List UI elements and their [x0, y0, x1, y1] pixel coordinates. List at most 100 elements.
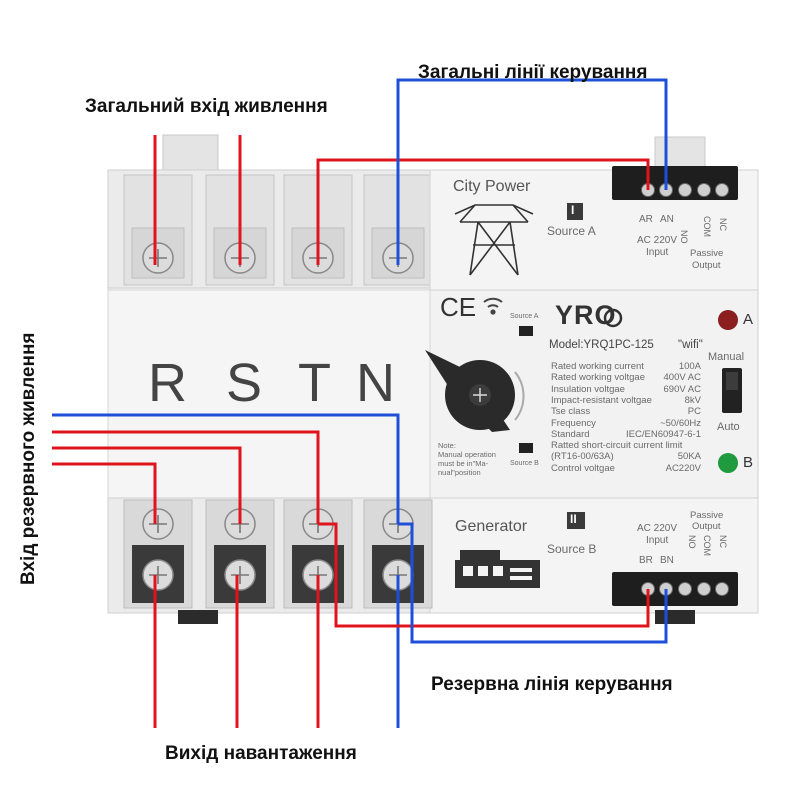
- source-b-control-block: [612, 572, 738, 606]
- spec-value: 690V AC: [663, 383, 702, 395]
- top-terminal-towers: [123, 174, 433, 286]
- source-a-input-voltage: AC 220V: [637, 235, 678, 246]
- model-number: Model:YRQ1PC-125: [549, 339, 654, 351]
- bottom-terminal-towers: [123, 499, 433, 609]
- spec-value: PC: [687, 406, 701, 418]
- spec-key: Standard: [551, 428, 590, 440]
- backup-input-callout: Вхід резервного живлення: [18, 332, 39, 585]
- indicator-b-lamp: [718, 453, 738, 473]
- phase-label-panel: [107, 289, 431, 499]
- wifi-tag: "wifi": [678, 339, 703, 351]
- spec-key: Frequency: [551, 417, 596, 429]
- indicator-b-label: B: [743, 454, 754, 471]
- din-clip: [655, 610, 695, 624]
- control-terminal-screw: [715, 183, 729, 197]
- spec-key: Rated working current: [551, 361, 644, 372]
- spec-row: Rated working current 100A: [551, 361, 701, 372]
- spec-value: IEC/EN60947-6-1: [626, 428, 701, 440]
- source-a-term-an: AN: [660, 214, 674, 225]
- source-b-com: COM: [702, 535, 712, 556]
- mount-tab: [162, 134, 219, 176]
- auto-label: Auto: [717, 421, 740, 433]
- top-terminal-screw-slot: [149, 249, 167, 267]
- generator-icon: [455, 550, 540, 588]
- spec-key: Control voltgae: [551, 462, 615, 474]
- backup-control-wire-br: [318, 522, 650, 628]
- spec-row: Control voltgae AC220V: [551, 463, 701, 474]
- backup-wire-s: [52, 446, 242, 524]
- source-a-name: City Power: [453, 178, 531, 195]
- din-clip: [178, 610, 218, 624]
- control-terminal-screw: [697, 183, 711, 197]
- source-a-nc: NC: [718, 218, 728, 231]
- spec-key: Ratted short-circuit current limit: [551, 440, 683, 452]
- manual-auto-switch-handle[interactable]: [726, 372, 738, 390]
- bottom-terminal-screw-lower-slot: [231, 566, 249, 584]
- source-b-window: [519, 443, 533, 453]
- spec-key: (RT16-00/63A): [551, 451, 614, 463]
- source-a-numeral-box: [567, 203, 583, 220]
- note-line: must be in"Ma-: [438, 459, 489, 468]
- backup-wire-t: [52, 430, 320, 524]
- spec-key: Tse class: [551, 406, 591, 418]
- source-a-no: NO: [679, 230, 689, 244]
- source-b-term-bn: BN: [660, 555, 674, 566]
- source-b-control-screws: [641, 582, 729, 596]
- input-wire-n: [396, 78, 668, 265]
- spec-value: ~50/60Hz: [660, 417, 701, 429]
- control-terminal-screw: [678, 183, 692, 197]
- spec-key: Impact-resistant voltgae: [551, 394, 652, 406]
- power-tower-icon: [454, 204, 534, 276]
- source-a-window: [519, 326, 533, 336]
- source-a-label: Source A: [547, 224, 596, 238]
- spec-row: Impact-resistant voltgae 8kV: [551, 395, 701, 406]
- backup-wire-r: [52, 462, 157, 524]
- source-a-term-ar: AR: [639, 214, 653, 225]
- source-a-output: Output: [692, 260, 721, 271]
- source-b-input-voltage: AC 220V: [637, 523, 678, 534]
- spec-value: AC220V: [665, 462, 701, 474]
- source-b-numeral-box: [567, 512, 585, 529]
- source-b-name: Generator: [455, 518, 528, 535]
- rotation-arrow-icon: [514, 371, 525, 421]
- source-b-term-br: BR: [639, 555, 653, 566]
- spec-row: Tse class PC: [551, 406, 701, 417]
- spec-row: Standard IEC/EN60947-6-1: [551, 429, 701, 440]
- source-b-small-label: Source B: [510, 460, 539, 467]
- rotary-switch-knob[interactable]: [425, 350, 515, 432]
- note-line: Manual operation: [438, 450, 496, 459]
- bottom-terminal-screw-upper-slot: [149, 515, 167, 533]
- source-a-com: COM: [702, 216, 712, 237]
- spec-value: 8kV: [684, 394, 701, 406]
- source-a-passive: Passive: [690, 248, 724, 259]
- phase-letter-s: S: [226, 353, 263, 413]
- wifi-icon: [483, 297, 503, 315]
- spec-row: Ratted short-circuit current limit: [551, 440, 701, 451]
- brand-name: YRO: [555, 300, 617, 330]
- control-terminal-screw: [678, 582, 692, 596]
- source-a-numeral: I: [571, 203, 575, 217]
- ce-mark: CE: [440, 292, 477, 322]
- spec-row: (RT16-00/63A) 50KA: [551, 451, 701, 462]
- spec-value: 100A: [678, 361, 701, 372]
- note-line: Note:: [438, 441, 456, 450]
- indicator-a-label: A: [743, 311, 754, 328]
- source-b-output: Output: [692, 521, 721, 532]
- backup-control-wire-bn: [398, 522, 668, 644]
- control-terminal-screw: [715, 582, 729, 596]
- source-b-passive: Passive: [690, 510, 724, 521]
- backup-wire-n: [52, 413, 400, 524]
- source-b-label: Source B: [547, 542, 597, 556]
- backup-control-callout: Резервна лінія керування: [431, 674, 673, 695]
- spec-value: 50KA: [677, 451, 701, 463]
- phase-letter-n: N: [356, 353, 395, 413]
- source-b-numeral: II: [570, 512, 577, 526]
- source-b-nc: NC: [718, 535, 728, 548]
- brand-o-icon: [603, 308, 623, 328]
- manual-operation-note: Note: Manual operation must be in"Ma- nu…: [438, 441, 496, 477]
- control-terminal-screw: [697, 582, 711, 596]
- spec-key: Rated working voltgae: [551, 372, 645, 384]
